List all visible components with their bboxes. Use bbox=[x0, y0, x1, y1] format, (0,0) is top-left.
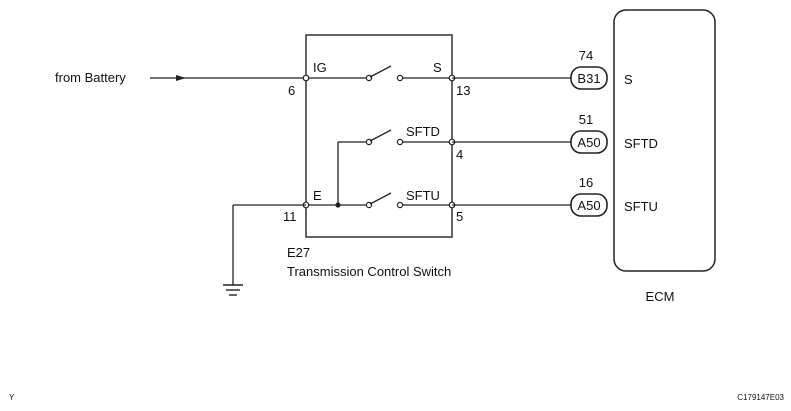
connector-a50-sftd: A50 51 bbox=[570, 112, 608, 154]
switch-code: E27 bbox=[287, 245, 310, 260]
connector-a50-sftu: A50 16 bbox=[570, 175, 608, 217]
terminal-s-label: S bbox=[433, 60, 442, 75]
figure-id: C179147E03 bbox=[737, 393, 784, 402]
terminal-ig-label: IG bbox=[313, 60, 327, 75]
pin-11: 11 bbox=[283, 209, 297, 224]
junction-dot bbox=[335, 202, 341, 208]
pin-13: 13 bbox=[456, 83, 470, 98]
ecm-label: ECM bbox=[646, 289, 675, 304]
connector-b31-id: B31 bbox=[577, 71, 600, 86]
ecm-signal-sftd: SFTD bbox=[624, 136, 658, 151]
connector-b31: B31 74 bbox=[570, 48, 608, 90]
connector-b31-pin: 74 bbox=[579, 48, 593, 63]
terminal-e-label: E bbox=[313, 188, 322, 203]
pin-4: 4 bbox=[456, 147, 463, 162]
ground-symbol-icon bbox=[223, 204, 306, 296]
ecm-box bbox=[613, 9, 716, 272]
connector-a50-sftu-id: A50 bbox=[577, 198, 600, 213]
pin-6: 6 bbox=[288, 83, 295, 98]
ig-s-switch bbox=[306, 65, 452, 82]
sftd-switch bbox=[337, 129, 452, 205]
pin-5: 5 bbox=[456, 209, 463, 224]
connector-a50-sftd-id: A50 bbox=[577, 135, 600, 150]
from-battery-label: from Battery bbox=[55, 70, 126, 85]
ecm-signal-s: S bbox=[624, 72, 633, 87]
ecm-signal-sftu: SFTU bbox=[624, 199, 658, 214]
current-arrow-icon bbox=[176, 75, 186, 81]
connector-a50-sftu-pin: 16 bbox=[579, 175, 593, 190]
terminal-sftd-label: SFTD bbox=[406, 124, 440, 139]
connector-a50-sftd-pin: 51 bbox=[579, 112, 593, 127]
switch-name: Transmission Control Switch bbox=[287, 264, 451, 279]
switch-box bbox=[305, 34, 453, 238]
corner-mark: Y bbox=[9, 393, 15, 402]
terminal-sftu-label: SFTU bbox=[406, 188, 440, 203]
sftu-switch bbox=[306, 192, 452, 209]
